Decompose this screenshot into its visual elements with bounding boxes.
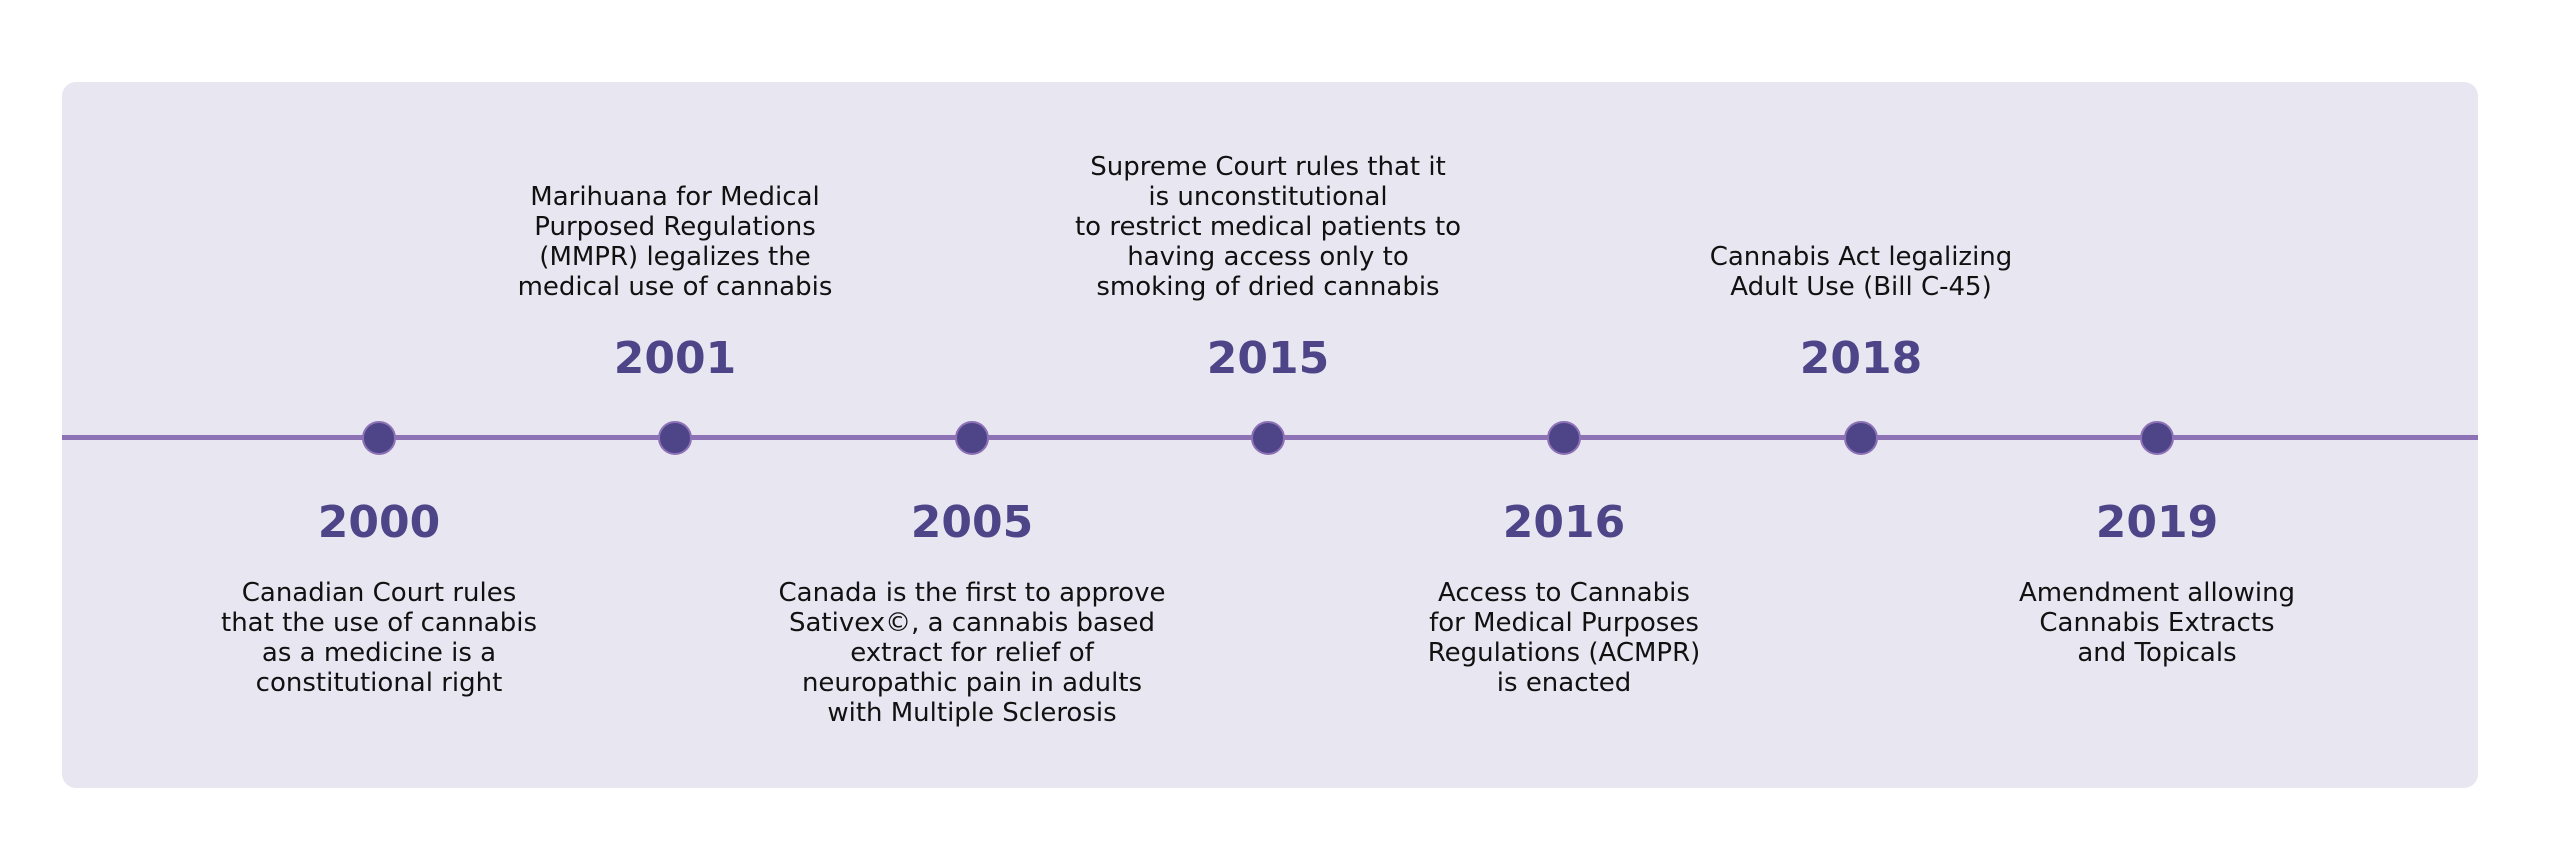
event-year: 2019 bbox=[2095, 497, 2219, 548]
event-description: Marihuana for Medical Purposed Regulatio… bbox=[517, 182, 833, 302]
event-year: 2001 bbox=[613, 333, 737, 384]
timeline-marker-2005 bbox=[955, 421, 989, 455]
event-description: Amendment allowing Cannabis Extracts and… bbox=[2018, 578, 2296, 668]
event-description: Cannabis Act legalizing Adult Use (Bill … bbox=[1709, 242, 2013, 302]
event-year: 2000 bbox=[317, 497, 441, 548]
event-year: 2005 bbox=[910, 497, 1034, 548]
event-description: Supreme Court rules that it is unconstit… bbox=[1074, 152, 1462, 302]
timeline-marker-2016 bbox=[1547, 421, 1581, 455]
event-year: 2018 bbox=[1799, 333, 1923, 384]
timeline-marker-2015 bbox=[1251, 421, 1285, 455]
timeline-marker-2000 bbox=[362, 421, 396, 455]
event-description: Canada is the first to approve Sativex©,… bbox=[778, 578, 1166, 728]
event-description: Canadian Court rules that the use of can… bbox=[221, 578, 537, 698]
event-year: 2015 bbox=[1206, 333, 1330, 384]
timeline-marker-2018 bbox=[1844, 421, 1878, 455]
timeline-marker-2019 bbox=[2140, 421, 2174, 455]
event-year: 2016 bbox=[1502, 497, 1626, 548]
timeline-marker-2001 bbox=[658, 421, 692, 455]
event-description: Access to Cannabis for Medical Purposes … bbox=[1427, 578, 1701, 698]
